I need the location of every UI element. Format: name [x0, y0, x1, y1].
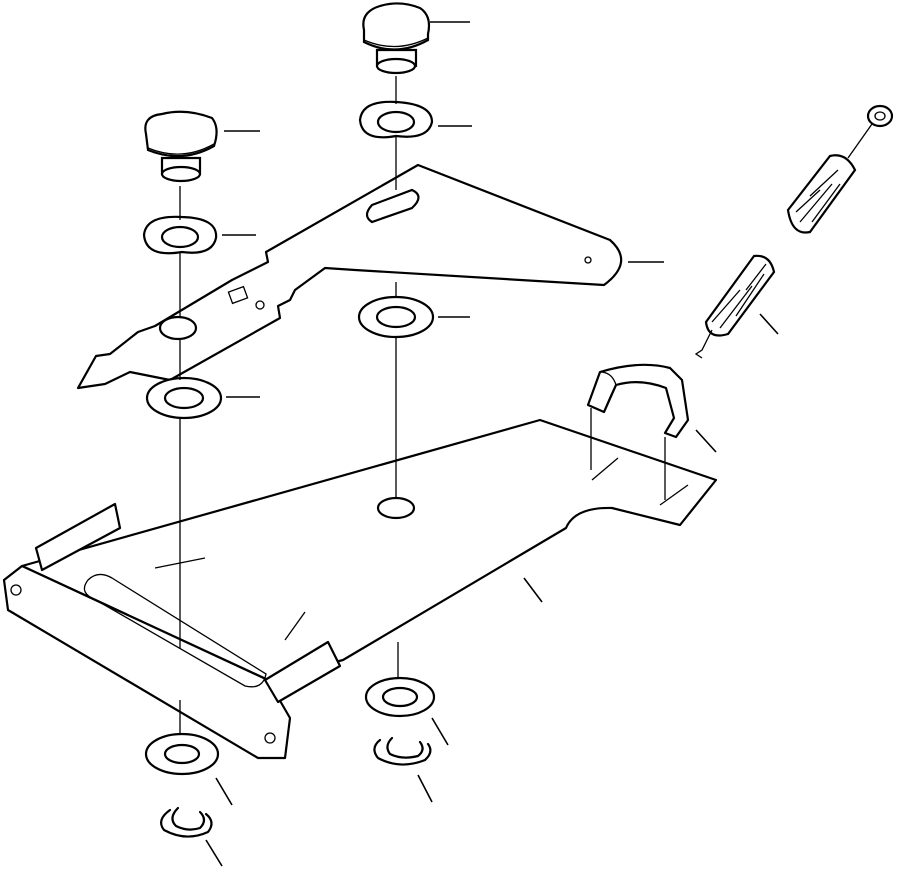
spring — [694, 104, 894, 359]
clip — [586, 363, 690, 439]
base-plate — [2, 418, 718, 760]
washer — [142, 100, 436, 776]
callout-leaders — [205, 21, 779, 867]
lever-bracket — [76, 163, 623, 390]
assembly-lines — [179, 76, 666, 734]
knob-top — [362, 2, 431, 75]
snap-ring — [160, 736, 432, 838]
knob-left — [144, 110, 218, 183]
